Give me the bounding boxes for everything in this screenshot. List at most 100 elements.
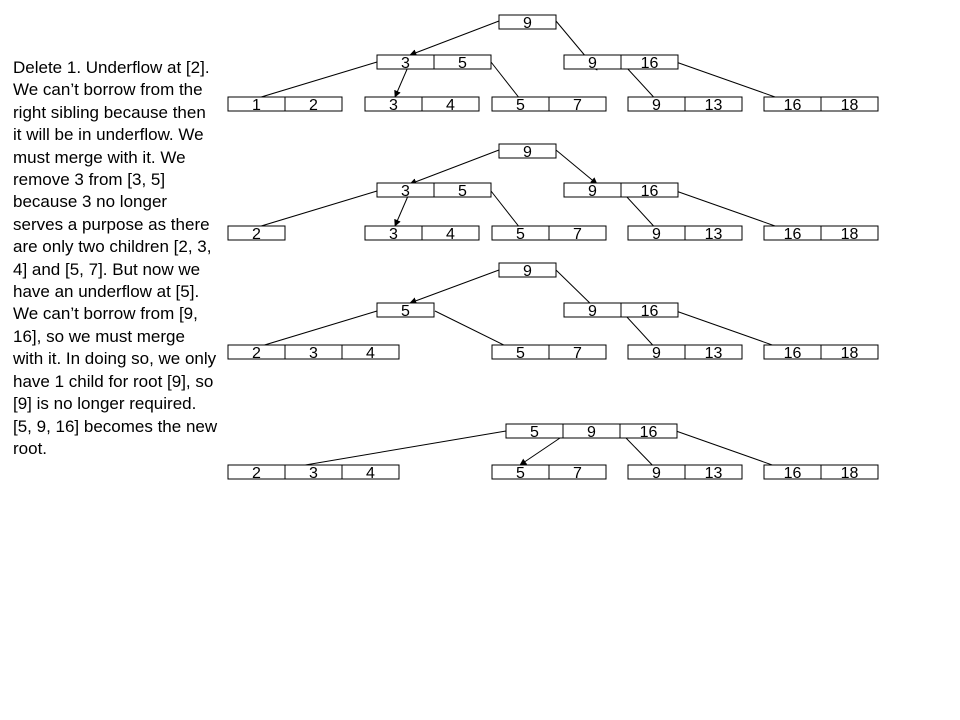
- node-key-cell: [498, 14, 557, 30]
- tree-edge-arrow: [394, 195, 409, 227]
- node-key-label: 18: [841, 345, 859, 362]
- node-key-label: 3: [309, 345, 318, 362]
- node-key-label: 2: [252, 226, 261, 243]
- node-key-cell: [548, 464, 607, 480]
- tree-edge-arrow: [409, 269, 500, 305]
- node-key-label: 5: [516, 465, 525, 482]
- node-key-label: 2: [309, 97, 318, 114]
- node-key-label: 4: [366, 345, 375, 362]
- node-key-cell: [284, 96, 343, 112]
- node-key-cell: [620, 302, 679, 318]
- node-key-label: 3: [309, 465, 318, 482]
- node-key-label: 16: [640, 424, 658, 441]
- node-key-label: 16: [641, 303, 659, 320]
- tree-node-s3-i2: 9 16: [563, 302, 679, 320]
- tree-edge-arrow: [409, 20, 500, 57]
- node-key-label: 18: [841, 226, 859, 243]
- node-key-label: 9: [652, 97, 661, 114]
- node-key-cell: [684, 344, 743, 360]
- node-key-cell: [620, 182, 679, 198]
- tree-node-s3-l1: 2 3 4: [227, 344, 400, 362]
- node-key-label: 5: [516, 97, 525, 114]
- node-key-label: 3: [401, 55, 410, 72]
- node-key-label: 9: [588, 303, 597, 320]
- node-key-label: 5: [516, 345, 525, 362]
- node-key-label: 18: [841, 97, 859, 114]
- node-key-label: 4: [446, 226, 455, 243]
- node-key-label: 13: [705, 345, 723, 362]
- node-key-cell: [433, 182, 492, 198]
- node-key-label: 16: [784, 97, 802, 114]
- node-key-cell: [684, 225, 743, 241]
- explanation-text: Delete 1. Underflow at [2]. We can’t bor…: [13, 58, 218, 458]
- node-key-label: 9: [652, 465, 661, 482]
- node-key-label: 3: [389, 97, 398, 114]
- node-key-label: 3: [389, 226, 398, 243]
- tree-node-s1-i2: 9 16: [563, 54, 679, 72]
- tree-node-s3-root: 9: [498, 262, 557, 280]
- node-key-cell: [433, 54, 492, 70]
- node-key-label: 9: [587, 424, 596, 441]
- tree-node-s2-l4: 9 13: [627, 225, 743, 243]
- node-key-cell: [548, 225, 607, 241]
- node-key-cell: [376, 302, 435, 318]
- node-key-label: 5: [401, 303, 410, 320]
- node-key-cell: [620, 54, 679, 70]
- node-key-label: 9: [588, 55, 597, 72]
- node-key-label: 16: [784, 226, 802, 243]
- node-key-label: 9: [523, 15, 532, 32]
- node-key-cell: [684, 464, 743, 480]
- node-key-label: 16: [641, 183, 659, 200]
- tree-edge-arrow: [555, 149, 598, 185]
- tree-edge-arrow: [409, 149, 500, 186]
- node-key-cell: [341, 344, 400, 360]
- node-key-cell: [548, 96, 607, 112]
- node-key-label: 9: [652, 226, 661, 243]
- node-key-label: 9: [523, 144, 532, 161]
- node-key-label: 7: [573, 465, 582, 482]
- tree-node-s3-l3: 9 13: [627, 344, 743, 362]
- node-key-cell: [619, 423, 678, 439]
- node-key-label: 16: [784, 465, 802, 482]
- node-key-label: 13: [705, 97, 723, 114]
- node-key-label: 4: [366, 465, 375, 482]
- node-key-label: 16: [641, 55, 659, 72]
- node-key-cell: [498, 262, 557, 278]
- node-key-label: 2: [252, 465, 261, 482]
- node-key-label: 9: [588, 183, 597, 200]
- tree-node-s2-root: 9: [498, 143, 557, 161]
- node-key-label: 3: [401, 183, 410, 200]
- node-key-cell: [227, 225, 286, 241]
- node-key-label: 9: [652, 345, 661, 362]
- tree-node-s4-l1: 2 3 4: [227, 464, 400, 482]
- tree-node-s3-i1: 5: [376, 302, 435, 320]
- node-key-label: 1: [252, 97, 261, 114]
- node-key-label: 9: [523, 263, 532, 280]
- node-key-cell: [341, 464, 400, 480]
- node-key-label: 16: [784, 345, 802, 362]
- tree-edge-arrow: [394, 66, 409, 98]
- node-key-label: 13: [705, 465, 723, 482]
- tree-node-s4-l3: 9 13: [627, 464, 743, 482]
- node-key-label: 5: [458, 55, 467, 72]
- node-key-label: 13: [705, 226, 723, 243]
- node-key-label: 2: [252, 345, 261, 362]
- tree-node-s1-root: 9: [498, 14, 557, 32]
- node-key-cell: [498, 143, 557, 159]
- node-key-cell: [820, 344, 879, 360]
- node-key-cell: [820, 96, 879, 112]
- node-key-cell: [820, 225, 879, 241]
